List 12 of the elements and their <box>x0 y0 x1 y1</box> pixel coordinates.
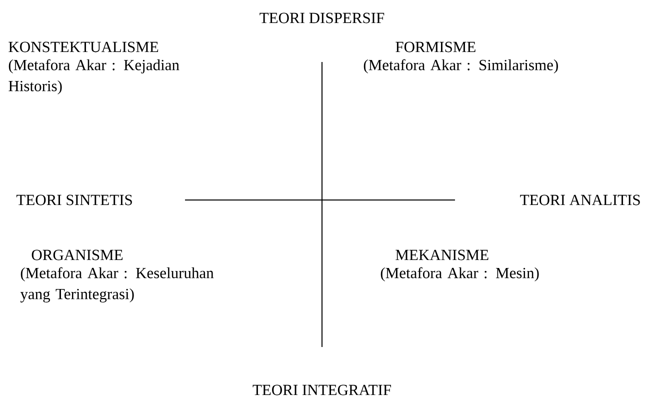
axis-label: TEORI DISPERSIF <box>260 12 384 24</box>
quadrant-description: (Metafora Akar : Similarisme) <box>364 59 558 74</box>
quadrant-heading: MEKANISME <box>396 250 488 260</box>
quadrant-description: (Metafora Akar : Kejadian Historis) <box>8 59 180 94</box>
axis-label: TEORI ANALITIS <box>520 194 640 206</box>
quadrant-heading: ORGANISME <box>32 250 123 260</box>
axis-label: TEORI SINTETIS <box>16 194 132 206</box>
axis-label: TEORI INTEGRATIF <box>252 384 391 396</box>
quadrant-description: (Metafora Akar : Keseluruhan yang Terintegrasi) <box>20 267 214 302</box>
quadrant-heading: KONSTEKTUALISME <box>8 42 158 52</box>
quadrant-heading: FORMISME <box>396 42 476 52</box>
quadrant-description: (Metafora Akar : Mesin) <box>380 267 539 282</box>
